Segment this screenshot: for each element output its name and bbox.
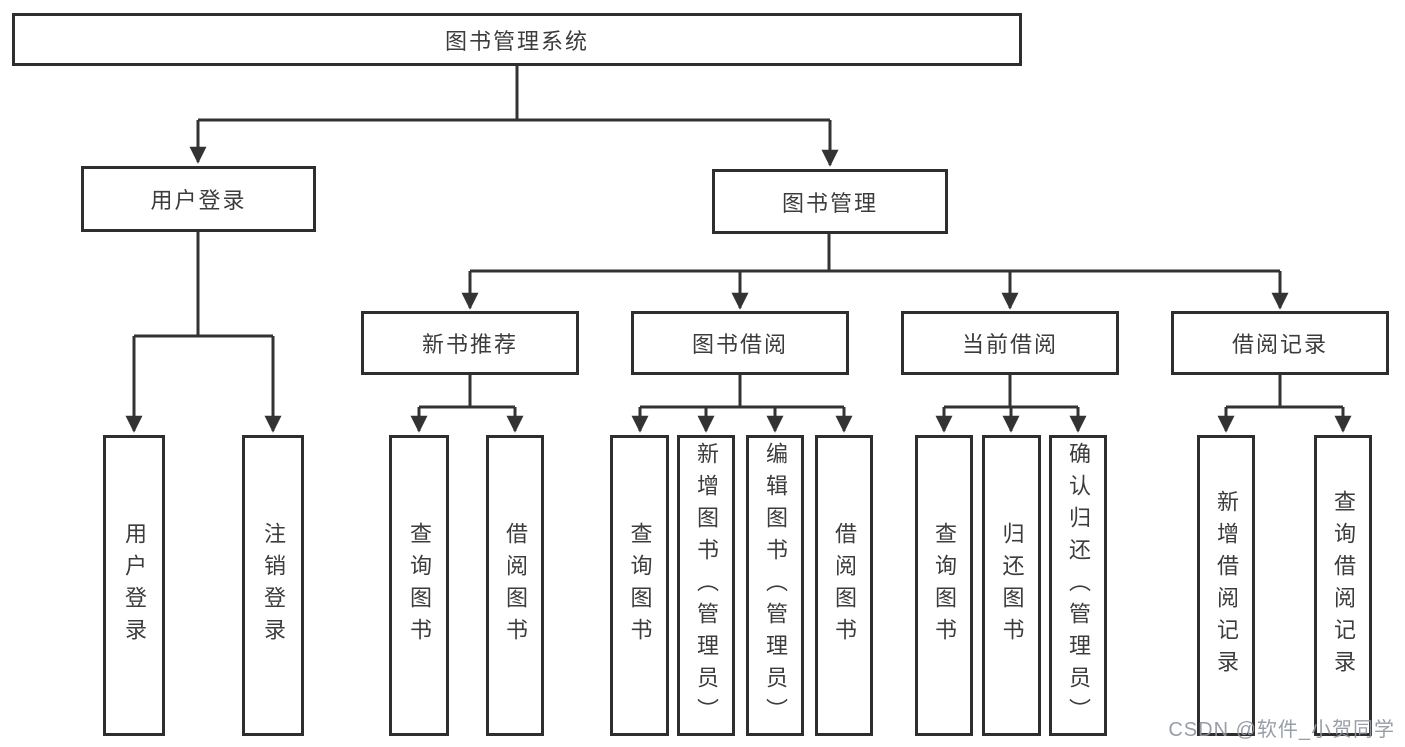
node-book-borrow: 图书借阅 <box>631 311 849 375</box>
leaf-newbook-query-books-label: 查询图书 <box>407 521 432 650</box>
leaf-borrow-query-books-label: 查询图书 <box>627 521 653 650</box>
leaf-borrow-books: 借阅图书 <box>815 435 873 736</box>
leaf-add-borrow-record: 新增借阅记录 <box>1197 435 1255 736</box>
leaf-add-books-admin-label: 新增图书（管理员） <box>694 441 719 730</box>
leaf-user-login: 用户登录 <box>103 435 165 736</box>
leaf-logout: 注销登录 <box>242 435 304 736</box>
leaf-edit-books-admin: 编辑图书（管理员） <box>746 435 804 736</box>
leaf-return-books-label: 归还图书 <box>999 521 1025 650</box>
leaf-newbook-borrow-books-label: 借阅图书 <box>503 521 528 650</box>
node-user-login-label: 用户登录 <box>150 188 247 213</box>
leaf-borrow-books-label: 借阅图书 <box>832 521 857 650</box>
watermark-text: CSDN @软件_小贺同学 <box>1168 719 1395 741</box>
leaf-newbook-query-books: 查询图书 <box>389 435 449 736</box>
leaf-logout-label: 注销登录 <box>261 521 286 650</box>
leaf-borrow-query-books: 查询图书 <box>610 435 669 736</box>
leaf-add-books-admin: 新增图书（管理员） <box>677 435 735 736</box>
leaf-confirm-return-admin-label: 确认归还（管理员） <box>1066 441 1091 730</box>
node-borrow-records-label: 借阅记录 <box>1231 332 1328 357</box>
node-root: 图书管理系统 <box>12 13 1022 66</box>
node-new-book-recommend-label: 新书推荐 <box>421 332 518 357</box>
node-book-borrow-label: 图书借阅 <box>691 332 788 357</box>
leaf-confirm-return-admin: 确认归还（管理员） <box>1049 435 1107 736</box>
node-current-borrow: 当前借阅 <box>901 311 1119 375</box>
leaf-add-borrow-record-label: 新增借阅记录 <box>1214 489 1239 682</box>
leaf-current-query-books: 查询图书 <box>915 435 973 736</box>
leaf-query-borrow-record: 查询借阅记录 <box>1314 435 1372 736</box>
leaf-return-books: 归还图书 <box>982 435 1041 736</box>
node-new-book-recommend: 新书推荐 <box>361 311 579 375</box>
node-user-login: 用户登录 <box>81 166 316 232</box>
leaf-newbook-borrow-books: 借阅图书 <box>486 435 544 736</box>
leaf-query-borrow-record-label: 查询借阅记录 <box>1331 489 1356 682</box>
node-root-label: 图书管理系统 <box>444 28 589 54</box>
node-book-management-label: 图书管理 <box>781 190 878 216</box>
node-book-management: 图书管理 <box>712 169 948 234</box>
leaf-edit-books-admin-label: 编辑图书（管理员） <box>763 441 788 730</box>
node-borrow-records: 借阅记录 <box>1171 311 1389 375</box>
node-current-borrow-label: 当前借阅 <box>961 332 1058 357</box>
leaf-user-login-label: 用户登录 <box>122 521 147 650</box>
leaf-current-query-books-label: 查询图书 <box>932 521 957 650</box>
